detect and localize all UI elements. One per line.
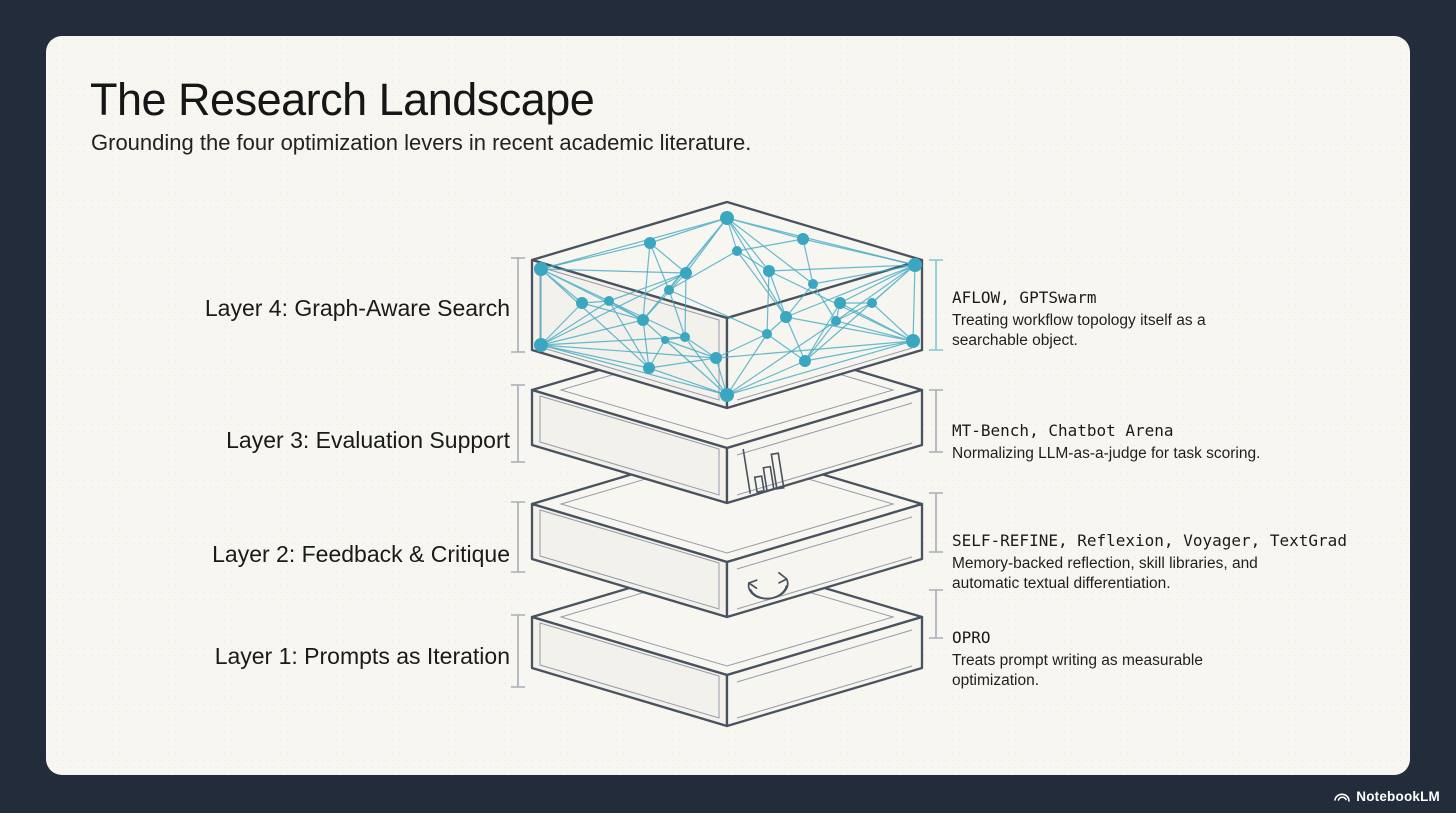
layer-4-description: Treating workflow topology itself as a s… [952,312,1206,349]
stack-diagram [511,200,943,728]
bar-chart-icon [742,448,785,494]
slide-title: The Research Landscape [90,74,595,125]
measure-brackets-left [511,257,525,688]
slide-subtitle: Grounding the four optimization levers i… [91,130,752,155]
layer-1-papers: OPRO [952,628,991,647]
cycle-arrows-icon [747,571,789,600]
layer-4-label: Layer 4: Graph-Aware Search [204,295,510,321]
layer-3-description: Normalizing LLM-as-a-judge for task scor… [952,445,1261,462]
layer-3-label: Layer 3: Evaluation Support [226,427,510,453]
measure-brackets-right [929,259,943,639]
layer-2-annotation: SELF-REFINE, Reflexion, Voyager, TextGra… [952,531,1347,594]
notebooklm-label: NotebookLM [1356,789,1440,804]
layer-3-papers: MT-Bench, Chatbot Arena [952,421,1174,440]
network-graph [534,211,922,402]
layer-2-papers: SELF-REFINE, Reflexion, Voyager, TextGra… [952,531,1347,550]
slide-card: The Research Landscape Grounding the fou… [46,36,1410,775]
layer-1-description: Treats prompt writing as measurable opti… [952,652,1203,689]
layer-2-description: Memory-backed reflection, skill librarie… [952,555,1258,592]
layer-3-annotation: MT-Bench, Chatbot Arena Normalizing LLM-… [952,421,1372,464]
layer-4-annotation: AFLOW, GPTSwarm Treating workflow topolo… [952,288,1252,351]
layer-4-papers: AFLOW, GPTSwarm [952,288,1097,307]
layer-4-box [530,200,924,410]
layer-1-label: Layer 1: Prompts as Iteration [214,643,510,669]
layer-1-annotation: OPRO Treats prompt writing as measurable… [952,628,1252,691]
layer-2-label: Layer 2: Feedback & Critique [212,541,510,567]
notebooklm-logo: NotebookLM [1333,789,1440,804]
notebooklm-icon [1334,793,1351,802]
